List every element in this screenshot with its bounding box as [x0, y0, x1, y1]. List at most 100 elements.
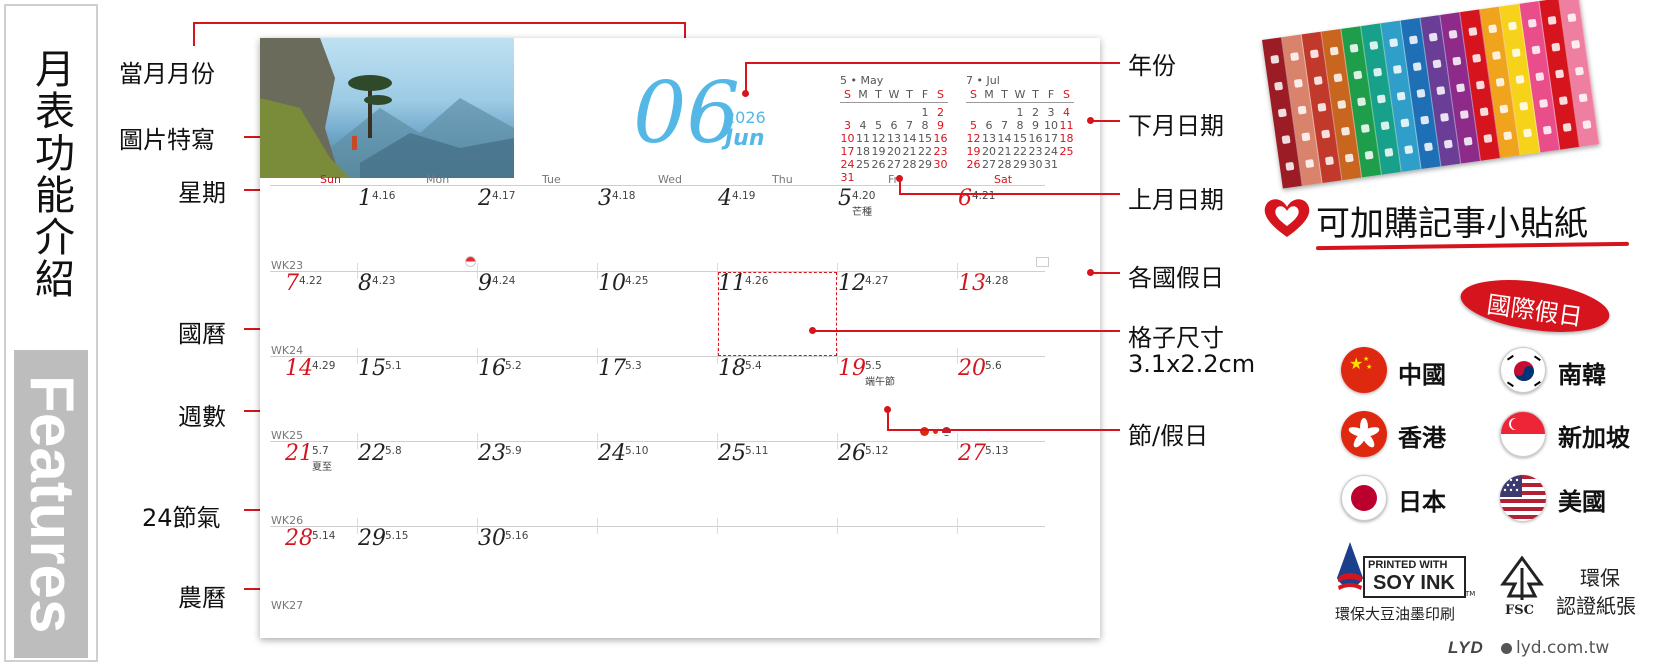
china-flag-icon: ★★★ — [1341, 347, 1387, 393]
sticker-icon — [1300, 132, 1310, 142]
prev-mini-day: 2 — [937, 106, 944, 119]
sticker-strip — [1262, 0, 1600, 189]
prev-mini-head: T — [875, 88, 882, 101]
usa-marker-icon — [942, 427, 951, 436]
week-label: WK26 — [271, 514, 304, 527]
lunar-date: 4.16 — [372, 190, 396, 202]
sticker-icon — [1281, 134, 1291, 144]
next-mini-head: S — [970, 88, 977, 101]
svg-text:★: ★ — [1366, 363, 1372, 371]
week-label: WK23 — [271, 259, 304, 272]
col-tick — [597, 348, 598, 364]
sticker-icon — [1531, 45, 1541, 55]
sticker-icon — [1432, 59, 1442, 69]
day-number: 5 — [838, 186, 852, 211]
day-number: 26 — [838, 441, 866, 466]
label-year: 年份 — [1128, 52, 1176, 80]
sticker-icon — [1329, 46, 1339, 57]
next-mini-day: 1 — [1016, 106, 1024, 119]
prev-mini-day: 11 — [856, 132, 870, 145]
prev-mini-day: 22 — [918, 145, 932, 158]
prev-mini-day: 10 — [840, 132, 855, 145]
japan-flag-icon — [1341, 475, 1387, 521]
sticker-icon — [1566, 13, 1576, 23]
col-tick — [597, 518, 598, 534]
day-number: 23 — [478, 441, 506, 466]
lunar-date: 5.5 — [865, 360, 882, 372]
sticker-icon — [1428, 33, 1438, 43]
header-rule — [270, 185, 1045, 186]
china-marker-icon — [920, 427, 929, 436]
day-number: 24 — [598, 441, 626, 466]
next-mini-day: 25 — [1059, 145, 1074, 158]
sticker-icon — [1467, 27, 1477, 37]
day-number: 6 — [958, 186, 972, 211]
prev-mini-day: 23 — [933, 145, 948, 158]
sticker-icon — [1324, 155, 1334, 165]
landscape-photo — [260, 38, 514, 178]
sticker-icon — [1368, 41, 1378, 51]
lunar-date: 4.22 — [299, 275, 323, 287]
weekday-sat: Sat — [994, 173, 1013, 186]
sticker-icon — [1408, 35, 1418, 45]
next-mini-day: 19 — [966, 145, 981, 158]
soy-ink-logo-icon — [1335, 542, 1365, 598]
col-tick — [957, 433, 958, 449]
side-title: 月表功能介紹 — [28, 48, 74, 300]
cell-size-box — [718, 272, 837, 356]
day-number: 21 — [285, 441, 313, 466]
sticker-icon — [1455, 83, 1465, 93]
country-korea: 南韓 — [1558, 361, 1606, 389]
prev-mini-day: 27 — [887, 158, 901, 171]
next-mini-head: T — [1032, 88, 1039, 101]
photo-illustration — [260, 38, 514, 178]
next-mini-day: 8 — [1016, 119, 1024, 132]
next-mini-day: 12 — [966, 132, 981, 145]
next-mini-day: 30 — [1028, 158, 1043, 171]
fsc-caption1: 環保 — [1580, 566, 1620, 590]
row-rule — [270, 526, 1045, 527]
sticker-icon — [1562, 122, 1572, 132]
next-mini-day: 18 — [1059, 132, 1074, 145]
singapore-flag-icon — [1500, 411, 1546, 457]
prev-mini-head: M — [858, 88, 868, 101]
next-mini-day: 4 — [1063, 106, 1070, 119]
side-subtitle: Features — [17, 374, 86, 634]
sticker-icon — [1448, 30, 1458, 40]
next-mini-day: 16 — [1028, 132, 1043, 145]
sticker-icon — [1511, 48, 1521, 58]
week-label: WK27 — [271, 599, 304, 612]
prev-mini-day: 5 — [875, 119, 882, 132]
day-number: 17 — [598, 356, 626, 381]
lunar-date: 4.24 — [492, 275, 516, 287]
sticker-icon — [1304, 158, 1314, 168]
next-mini-day: 17 — [1044, 132, 1058, 145]
lunar-date: 5.1 — [385, 360, 402, 372]
sticker-icon — [1522, 128, 1532, 138]
day-number: 13 — [958, 271, 986, 296]
lunar-date: 4.17 — [492, 190, 516, 202]
lunar-date: 5.3 — [625, 360, 642, 372]
col-tick — [597, 263, 598, 279]
label-date: 國曆 — [178, 320, 226, 348]
col-tick — [357, 348, 358, 364]
col-tick — [477, 518, 478, 534]
next-mini-day: 14 — [997, 132, 1012, 145]
prev-mini-day: 31 — [840, 171, 855, 184]
lunar-date: 5.14 — [312, 530, 336, 542]
lunar-date: 5.7 — [312, 445, 329, 457]
week-label: WK24 — [271, 344, 304, 357]
weekday-sun: Sun — [320, 173, 341, 186]
label-holidays: 各國假日 — [1128, 264, 1224, 292]
next-mini-head: T — [1001, 88, 1008, 101]
col-tick — [957, 518, 958, 534]
prev-mini-day: 18 — [856, 145, 870, 158]
sticker-icon — [1399, 118, 1409, 128]
lunar-date: 4.19 — [732, 190, 756, 202]
singapore-marker-icon — [465, 256, 476, 267]
fsc-tree-icon — [1497, 555, 1547, 602]
next-mini-day: 29 — [1013, 158, 1027, 171]
prev-mini-title: 5 • May — [840, 74, 884, 87]
globe-icon — [1501, 643, 1512, 654]
lunar-date: 4.23 — [372, 275, 396, 287]
